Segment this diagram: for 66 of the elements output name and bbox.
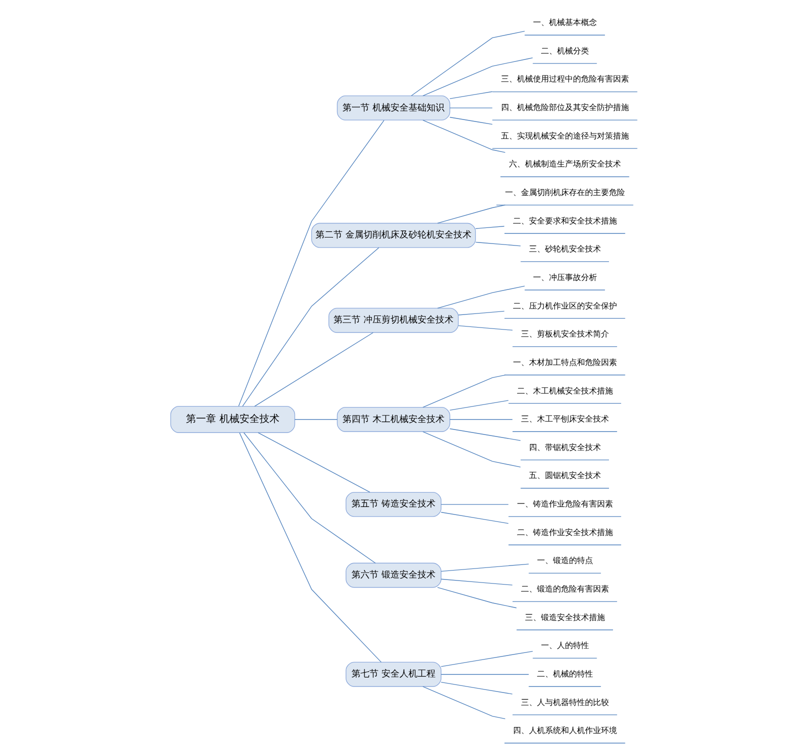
node-text: 一、人的特性 [540, 640, 588, 650]
node-box: 第六节 锻造安全技术 [345, 562, 441, 588]
node-text: 三、剪板机安全技术简介 [520, 328, 608, 339]
node-text: 一、机械基本概念 [532, 17, 596, 28]
node-box: 第一节 机械安全基础知识 [336, 95, 450, 120]
connector [474, 242, 520, 246]
node-text: 三、机械使用过程中的危险有害因素 [500, 74, 628, 84]
connector [242, 432, 376, 564]
node-text: 二、木工机械安全技术措施 [516, 385, 612, 396]
node-text: 三、砂轮机安全技术 [528, 244, 600, 254]
connector [436, 204, 505, 224]
connector [436, 587, 516, 608]
connector [422, 686, 505, 720]
connector [294, 419, 338, 420]
node-text: 二、机械的特性 [536, 668, 592, 678]
node-text: 三、人与机器特性的比较 [520, 696, 608, 707]
connector [422, 431, 520, 468]
connector [422, 120, 505, 153]
connector [440, 512, 508, 524]
node-text: 四、机械危险部位及其安全防护措施 [500, 102, 628, 112]
node-text: 二、锻造的危险有害因素 [520, 583, 608, 594]
node-text: 一、木材加工特点和危险因素 [512, 356, 616, 367]
connector [238, 432, 382, 663]
connector [422, 374, 505, 408]
node-text: 三、木工平刨床安全技术 [520, 414, 608, 424]
node-box: 第四节 木工机械安全技术 [336, 407, 450, 432]
node-text: 六、机械制造生产场所安全技术 [508, 158, 620, 169]
node-text: 二、压力机作业区的安全保护 [512, 300, 616, 310]
connector [449, 400, 508, 411]
node-text: 二、机械分类 [540, 45, 588, 56]
connector [474, 226, 504, 229]
connector [440, 650, 533, 667]
node-box: 第二节 金属切削机床及砂轮机安全技术 [310, 222, 476, 248]
node-text: 二、安全要求和安全技术措施 [512, 215, 616, 226]
node-box: 第五节 铸造安全技术 [345, 492, 441, 517]
node-text: 四、人机系统和人机作业环境 [512, 725, 616, 736]
connector [238, 120, 384, 406]
node-text: 一、锻造的特点 [536, 555, 592, 566]
connector [440, 674, 529, 675]
node-text: 三、锻造安全技术措施 [524, 612, 604, 622]
node-box: 第一章 机械安全技术 [170, 406, 295, 433]
connector [449, 91, 492, 100]
connector [436, 286, 524, 308]
connector [257, 432, 370, 493]
connector [440, 564, 529, 572]
node-text: 五、实现机械安全的途径与对策措施 [500, 130, 628, 140]
node-box: 第三节 冲压剪切机械安全技术 [328, 308, 458, 333]
connector [449, 116, 492, 125]
node-text: 五、圆锯机安全技术 [528, 470, 600, 480]
connector [254, 332, 373, 407]
connector [458, 310, 504, 316]
connector [242, 247, 379, 407]
node-box: 第七节 安全人机工程 [345, 662, 441, 687]
connector [458, 325, 512, 331]
node-text: 二、铸造作业安全技术措施 [516, 526, 612, 537]
node-text: 四、带锯机安全技术 [528, 442, 600, 452]
connector [449, 428, 520, 441]
node-text: 一、铸造作业危险有害因素 [516, 498, 612, 509]
connector [440, 578, 512, 586]
connector [440, 682, 512, 694]
connector [440, 504, 508, 505]
node-text: 一、金属切削机床存在的主要危险 [504, 187, 624, 198]
node-text: 一、冲压事故分析 [532, 272, 596, 282]
connector [449, 419, 512, 420]
connector [422, 57, 532, 96]
connector [410, 30, 524, 96]
